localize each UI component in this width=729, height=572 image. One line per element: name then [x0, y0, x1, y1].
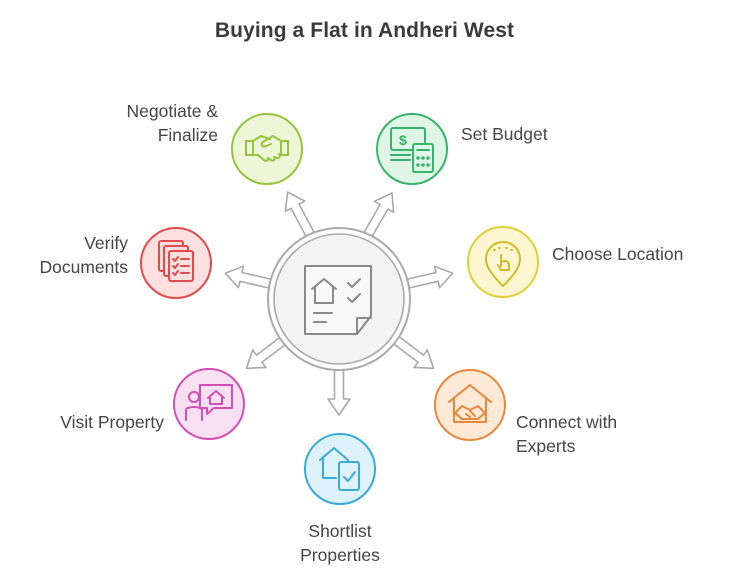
house-document-check-icon [319, 447, 360, 491]
money-calculator-icon: $ [390, 127, 434, 173]
node-verify-documents [140, 227, 212, 299]
label-set-budget: Set Budget [461, 124, 548, 144]
handshake-icon [245, 135, 289, 162]
node-shortlist-properties [304, 433, 376, 505]
node-visit-property [173, 368, 245, 440]
house-checklist-document-icon [304, 265, 372, 335]
label-verify-documents: Verify Documents [39, 233, 128, 277]
house-handshake-icon [448, 384, 492, 423]
node-circle-negotiate-finalize [231, 113, 303, 185]
node-circle-connect-experts [434, 369, 506, 441]
location-pin-icon [485, 241, 521, 287]
person-house-sign-icon [185, 384, 233, 421]
center-hub [267, 227, 411, 371]
label-connect-experts: Connect with Experts [516, 412, 618, 456]
svg-text:$: $ [399, 132, 407, 148]
node-negotiate-finalize [231, 113, 303, 185]
label-choose-location: Choose Location [552, 244, 684, 264]
document-checklist-icon [158, 240, 194, 282]
node-connect-experts [434, 369, 506, 441]
label-visit-property: Visit Property [60, 412, 164, 432]
label-shortlist-properties: Shortlist Properties [300, 521, 380, 565]
diagram-title: Buying a Flat in Andheri West [214, 19, 515, 42]
node-choose-location [467, 226, 539, 298]
node-set-budget: $ [376, 113, 448, 185]
label-negotiate-finalize: Negotiate & Finalize [126, 101, 218, 145]
